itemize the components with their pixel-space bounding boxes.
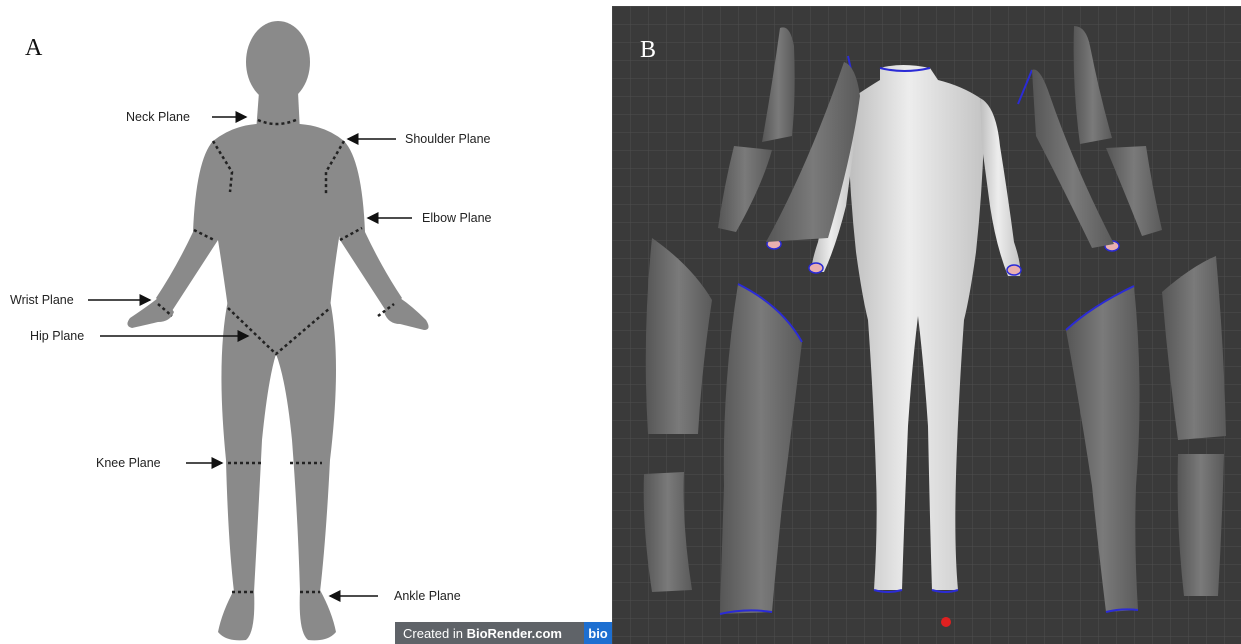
panel-b-3d-viewport[interactable]: B [612,6,1241,644]
biorender-credit-badge[interactable]: Created in BioRender.com bio [395,622,612,644]
elbow-plane-label: Elbow Plane [422,211,492,225]
viewport-canvas [612,6,1241,644]
hip-plane-label: Hip Plane [30,329,84,343]
right-wrist-cap [1007,265,1021,275]
head-shape [246,21,310,103]
knee-plane-label: Knee Plane [96,456,161,470]
shoulder-plane-label: Shoulder Plane [405,132,491,146]
credit-prefix: Created in [403,626,467,641]
right-hand-shape [384,298,429,330]
ankle-plane-label: Ankle Plane [394,589,461,603]
right-foot-shape [300,590,336,640]
panel-b-letter: B [640,38,656,62]
panel-a: A [0,0,612,644]
origin-marker-icon [941,617,951,627]
neck-plane-label: Neck Plane [126,110,190,124]
wrist-plane-label: Wrist Plane [10,293,74,307]
credit-text: Created in BioRender.com [395,626,562,641]
right-shin-outer-segment [1178,454,1224,596]
body-diagram: Neck Plane Shoulder Plane Elbow Plane Wr… [0,0,612,644]
left-foot-shape [218,590,254,640]
credit-brand: BioRender.com [467,626,562,641]
left-wrist-cap [809,263,823,273]
biorender-logo-icon: bio [584,622,612,644]
